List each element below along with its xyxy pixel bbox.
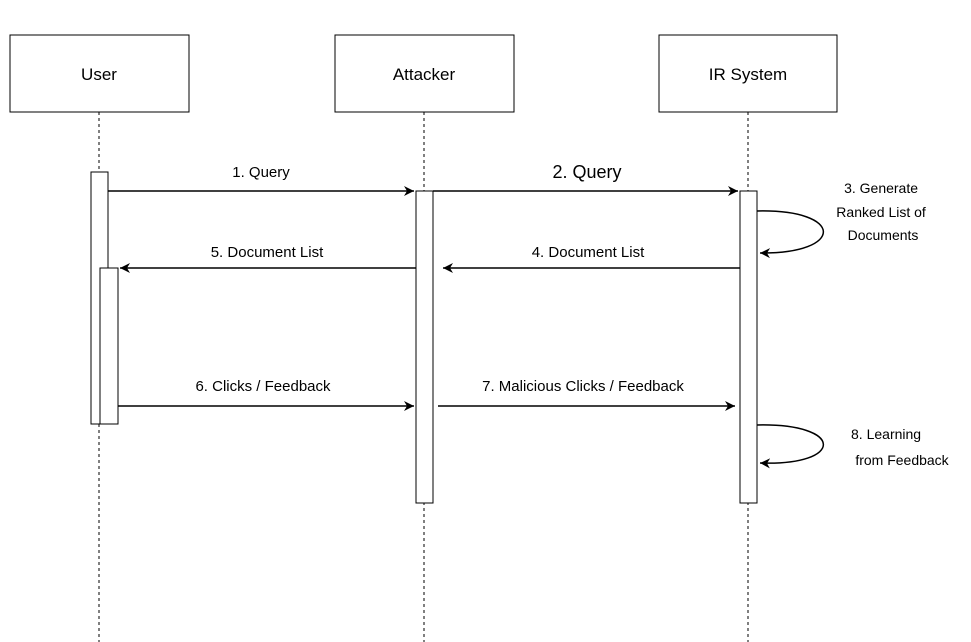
participant-ir-system: IR System xyxy=(658,34,838,113)
message-3-label-line-1: 3. Generate xyxy=(844,180,918,196)
message-8-label-line-1: 8. Learning xyxy=(851,426,921,442)
message-1-label: 1. Query xyxy=(232,164,290,181)
message-3-label-line-2: Ranked List of xyxy=(836,204,926,220)
message-4-label: 4. Document List xyxy=(532,244,645,261)
message-8-label-line-2: from Feedback xyxy=(855,452,949,468)
participant-user-label: User xyxy=(81,65,117,84)
message-8-self-arrow xyxy=(756,424,824,469)
message-7-label: 7. Malicious Clicks / Feedback xyxy=(482,378,684,395)
message-2-label: 2. Query xyxy=(552,162,621,182)
message-8-label: 8. Learning from Feedback xyxy=(851,426,950,468)
message-6-label: 6. Clicks / Feedback xyxy=(195,378,331,395)
message-3-label: 3. Generate Ranked List of Documents xyxy=(836,180,929,243)
ir-system-activation-bar xyxy=(739,190,758,504)
message-3-label-line-3: Documents xyxy=(848,227,919,243)
message-3-self-arrow xyxy=(756,210,824,259)
attacker-activation-bar xyxy=(415,190,434,504)
participant-attacker: Attacker xyxy=(334,34,515,113)
message-5-label: 5. Document List xyxy=(211,244,324,261)
participant-user: User xyxy=(9,34,190,113)
participant-ir-system-label: IR System xyxy=(709,65,787,84)
user-nested-activation-bar xyxy=(99,267,119,425)
participant-attacker-label: Attacker xyxy=(393,65,456,84)
